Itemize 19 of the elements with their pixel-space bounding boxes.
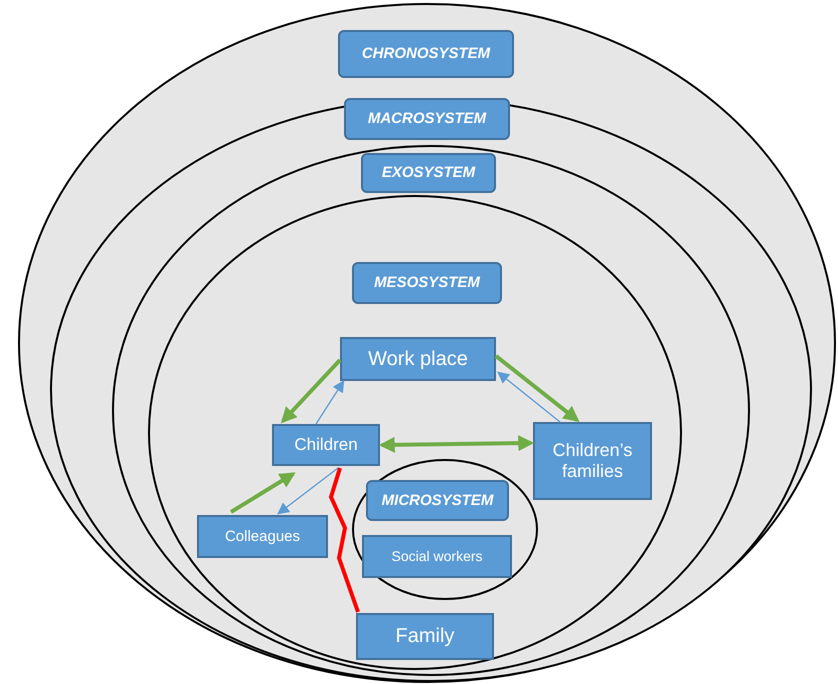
- actor-box: Colleagues: [197, 515, 328, 558]
- system-label-box: MACROSYSTEM: [344, 98, 510, 140]
- actor-box: Work place: [340, 337, 496, 381]
- arrow: [280, 358, 342, 424]
- system-label-box: MICROSYSTEM: [366, 480, 509, 521]
- actor-box: Social workers: [362, 535, 512, 578]
- arrow: [494, 354, 580, 422]
- lightning-connector: [328, 467, 360, 613]
- actor-box: Children’s families: [533, 422, 652, 500]
- actor-box: Family: [356, 613, 494, 660]
- arrow: [497, 372, 560, 422]
- arrow: [315, 380, 344, 424]
- arrow: [277, 467, 338, 514]
- system-label-box: EXOSYSTEM: [361, 153, 496, 193]
- actor-box: Children: [272, 424, 380, 466]
- arrow: [230, 472, 296, 514]
- arrow: [378, 435, 534, 453]
- system-label-box: CHRONOSYSTEM: [338, 30, 514, 78]
- system-label-box: MESOSYSTEM: [352, 262, 502, 304]
